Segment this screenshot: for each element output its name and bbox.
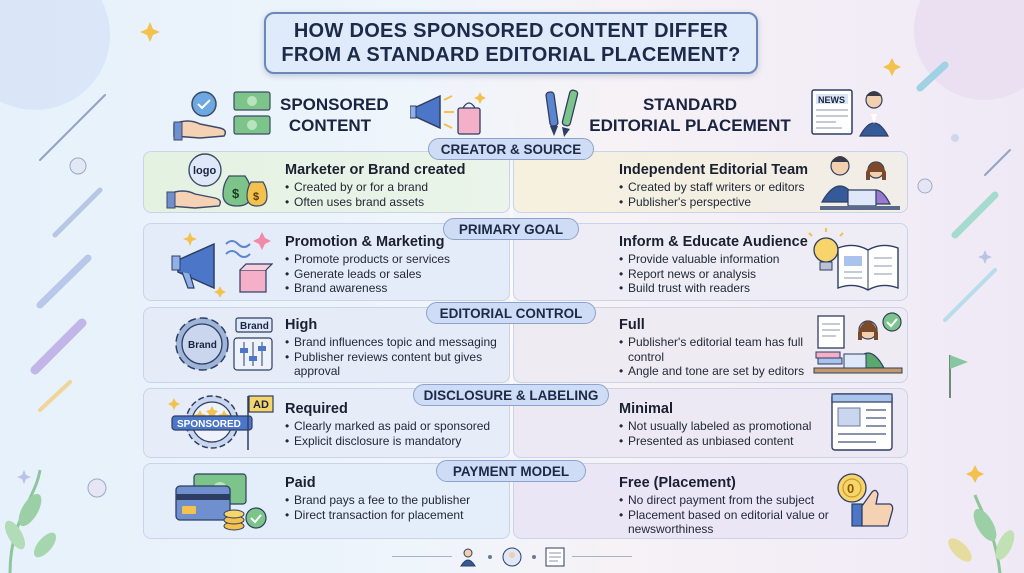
bullet: Created by staff writers or editors: [619, 180, 819, 195]
disclosure-right-entry: Minimal Not usually labeled as promotion…: [619, 400, 829, 448]
bullet: Build trust with readers: [619, 281, 819, 296]
entry-title: Minimal: [619, 401, 673, 417]
decorative-blob: [914, 0, 1024, 100]
bullet: Provide valuable information: [619, 252, 819, 267]
bullet: Created by or for a brand: [285, 180, 505, 195]
webpage-article-icon: [831, 393, 893, 451]
goal-right-entry: Inform & Educate Audience Provide valuab…: [619, 233, 819, 296]
logo-label: logo: [193, 165, 216, 177]
payment-right-entry: Free (Placement) No direct payment from …: [619, 474, 831, 537]
section-label-payment: PAYMENT MODEL: [436, 460, 586, 482]
footer-line: [572, 556, 632, 557]
sponsored-badge-icon: SPONSORED AD: [168, 395, 274, 450]
decorative-blob: [0, 0, 110, 110]
payment-left-entry: Paid Brand pays a fee to the publisher D…: [285, 474, 505, 522]
bullet: Clearly marked as paid or sponsored: [285, 419, 505, 434]
column-header-sponsored: SPONSORED CONTENT: [280, 94, 389, 136]
creator-right-entry: Independent Editorial Team Created by st…: [619, 161, 819, 209]
bullet: Direct transaction for placement: [285, 508, 505, 523]
entry-title: Free (Placement): [619, 475, 736, 491]
bullet: No direct payment from the subject: [619, 493, 831, 508]
entry-title: Full: [619, 317, 645, 333]
control-left-entry: High Brand influences topic and messagin…: [285, 316, 507, 379]
column-header-line: CONTENT: [288, 116, 372, 135]
column-header-line: SPONSORED: [280, 95, 389, 114]
lightbulb-book-icon: [808, 228, 899, 291]
ad-label: AD: [253, 399, 269, 411]
megaphone-shopping-icon: [410, 92, 486, 135]
bullet: Generate leads or sales: [285, 267, 505, 282]
sponsored-label: SPONSORED: [177, 419, 241, 430]
main-title: HOW DOES SPONSORED CONTENT DIFFER FROM A…: [264, 12, 758, 74]
bullet: Presented as unbiased content: [619, 434, 829, 449]
payment-card-icon: [175, 473, 267, 531]
entry-title: Required: [285, 401, 348, 417]
bullet: Publisher's editorial team has full cont…: [619, 335, 814, 364]
bullet: Not usually labeled as promotional: [619, 419, 829, 434]
column-header-line: STANDARD: [642, 95, 738, 114]
entry-title: Promotion & Marketing: [285, 234, 445, 250]
bullet: Promote products or services: [285, 252, 505, 267]
brand-tag-label: Brand: [240, 321, 269, 332]
section-label-creator: CREATOR & SOURCE: [428, 138, 594, 160]
svg-text:$: $: [232, 186, 240, 201]
section-label-control: EDITORIAL CONTROL: [426, 302, 596, 324]
control-right-entry: Full Publisher's editorial team has full…: [619, 316, 814, 379]
title-line-2: FROM A STANDARD EDITORIAL PLACEMENT?: [281, 44, 741, 66]
disclosure-left-entry: Required Clearly marked as paid or spons…: [285, 400, 505, 448]
svg-text:$: $: [253, 191, 259, 203]
creator-left-entry: Marketer or Brand created Created by or …: [285, 161, 505, 209]
entry-title: High: [285, 317, 318, 333]
bullet: Explicit disclosure is mandatory: [285, 434, 505, 449]
entry-title: Paid: [285, 475, 316, 491]
editorial-team-icon: [820, 156, 900, 210]
entry-title: Independent Editorial Team: [619, 162, 809, 178]
goal-left-entry: Promotion & Marketing Promote products o…: [285, 233, 505, 296]
pens-icon: [545, 89, 579, 137]
coin-thumbs-up-icon: 0: [837, 473, 894, 527]
bullet: Placement based on editorial value or ne…: [619, 508, 831, 537]
bullet: Publisher reviews content but gives appr…: [285, 350, 507, 379]
footer-line: [392, 556, 452, 557]
bullet: Publisher's perspective: [619, 195, 819, 210]
editor-desk-icon: [813, 312, 903, 374]
megaphone-promotion-icon: [171, 232, 273, 298]
bullet: Often uses brand assets: [285, 195, 505, 210]
entry-title: Inform & Educate Audience: [619, 234, 808, 250]
column-header-editorial: STANDARD EDITORIAL PLACEMENT: [585, 94, 795, 136]
hand-logo-money-icon: logo $ $: [166, 153, 268, 209]
bullet: Report news or analysis: [619, 267, 819, 282]
footer-icons: [460, 547, 565, 567]
column-header-line: EDITORIAL PLACEMENT: [589, 116, 791, 135]
svg-text:0: 0: [847, 481, 854, 496]
bullet: Brand pays a fee to the publisher: [285, 493, 505, 508]
entry-title: Marketer or Brand created: [285, 162, 466, 178]
section-label-goal: PRIMARY GOAL: [443, 218, 579, 240]
news-label: NEWS: [818, 95, 845, 105]
brand-gear-controls-icon: Brand Brand: [175, 317, 273, 371]
brand-gear-label: Brand: [188, 340, 217, 351]
bullet: Brand awareness: [285, 281, 505, 296]
bullet: Brand influences topic and messaging: [285, 335, 507, 350]
section-label-disclosure: DISCLOSURE & LABELING: [413, 384, 609, 406]
hand-money-icon: [173, 91, 271, 141]
newspaper-reporter-icon: NEWS: [811, 89, 890, 137]
bullet: Angle and tone are set by editors: [619, 364, 814, 379]
title-line-1: HOW DOES SPONSORED CONTENT DIFFER: [293, 20, 729, 42]
